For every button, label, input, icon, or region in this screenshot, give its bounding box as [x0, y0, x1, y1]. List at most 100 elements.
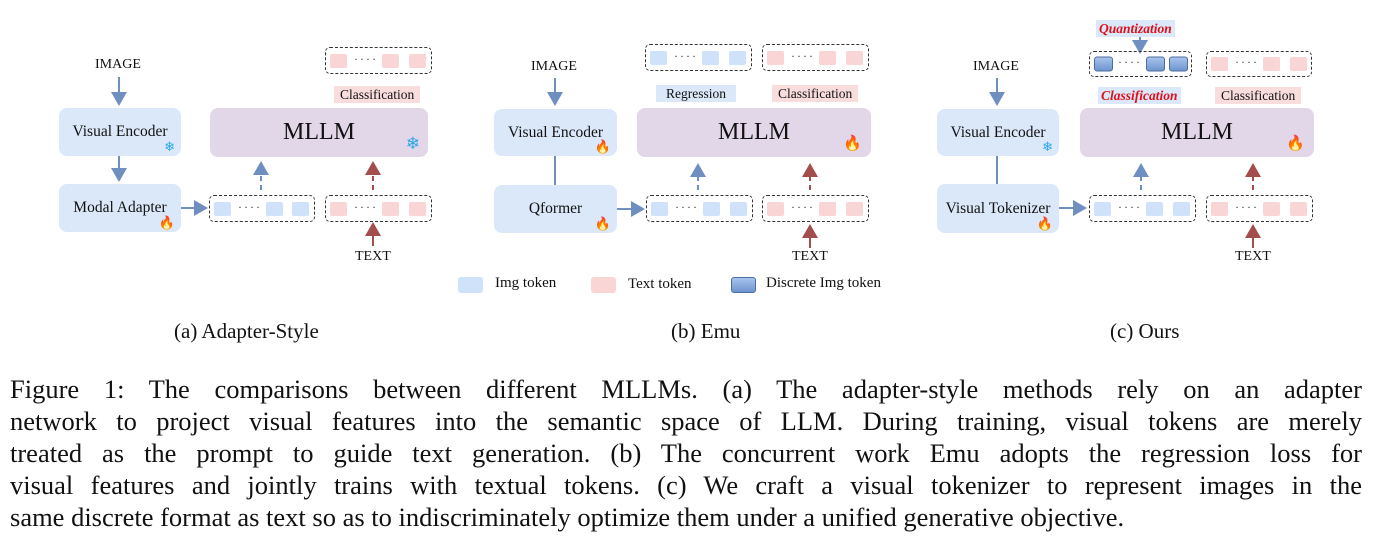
img-token [702, 50, 719, 65]
text-token [409, 201, 426, 216]
text-classification-tag: Classification [1215, 87, 1302, 104]
legend-swatch-text-token [591, 277, 616, 293]
fire-icon: 🔥 [594, 139, 611, 154]
text-token [1263, 201, 1280, 216]
ellipsis: ···· [238, 199, 262, 214]
text-token [846, 50, 863, 65]
panel-subtitle: (b) Emu [671, 319, 741, 343]
legend-label-discrete-img-token: Discrete Img token [766, 275, 881, 291]
visual-encoder-box: Visual Encoder ❄ [937, 109, 1059, 156]
text-token [846, 201, 863, 216]
text-token [330, 201, 347, 216]
discrete-img-token [1146, 56, 1165, 72]
ellipsis: ···· [1118, 199, 1142, 214]
fire-icon: 🔥 [1286, 136, 1305, 152]
text-token-sequence: ···· [1206, 195, 1313, 222]
fire-icon: 🔥 [843, 136, 862, 152]
output-text-token-sequence: ···· [325, 47, 432, 74]
img-token-sequence: ···· [209, 195, 315, 222]
img-token [266, 201, 283, 216]
text-token [330, 53, 347, 68]
caption-line: visual features and jointly trains with … [10, 470, 1362, 500]
caption-line: treated as the prompt to guide text gene… [10, 438, 1362, 468]
text-token-sequence: ···· [762, 195, 869, 222]
qformer-label: Qformer [528, 200, 583, 217]
output-discrete-img-token-sequence: ···· [1089, 51, 1192, 77]
visual-encoder-label: Visual Encoder [72, 123, 168, 140]
img-token [1146, 201, 1163, 216]
img-token [730, 201, 747, 216]
mllm-label: MLLM [283, 119, 355, 145]
fire-icon: 🔥 [1036, 216, 1053, 231]
snowflake-icon: ❄ [164, 139, 175, 154]
discrete-img-token [1094, 56, 1113, 72]
caption-line: same discrete format as text so as to in… [10, 502, 1125, 532]
visual-encoder-label: Visual Encoder [507, 123, 604, 141]
text-token [382, 53, 399, 68]
img-token-sequence: ···· [646, 195, 753, 222]
text-input-label: TEXT [355, 249, 391, 264]
caption-line: network to project visual features into … [10, 406, 1362, 436]
mllm-label: MLLM [1161, 119, 1233, 145]
snowflake-icon: ❄ [1042, 139, 1053, 154]
ellipsis: ···· [791, 199, 815, 214]
img-token [1173, 201, 1190, 216]
text-token [767, 50, 784, 65]
panel-subtitle: (c) Ours [1110, 319, 1180, 343]
text-token [819, 201, 836, 216]
modal-adapter-box: Modal Adapter 🔥 [59, 184, 181, 232]
image-input-label: IMAGE [95, 57, 141, 72]
legend-swatch-discrete-img-token [731, 277, 756, 293]
visual-encoder-box: Visual Encoder ❄ [59, 108, 181, 156]
output-text-token-sequence: ···· [762, 44, 869, 71]
img-token [729, 50, 746, 65]
text-token [1211, 57, 1228, 71]
snowflake-icon: ❄ [405, 134, 420, 153]
img-token-sequence: ···· [1089, 195, 1196, 222]
image-input-label: IMAGE [531, 59, 577, 74]
output-img-token-sequence: ···· [645, 44, 752, 71]
ellipsis: ···· [1118, 55, 1142, 69]
visual-tokenizer-box: Visual Tokenizer 🔥 [937, 184, 1059, 233]
text-token [409, 53, 426, 68]
text-input-label: TEXT [1235, 249, 1271, 264]
legend-label-img-token: Img token [495, 275, 557, 291]
ellipsis: ···· [674, 48, 698, 63]
visual-tokenizer-label: Visual Tokenizer [945, 199, 1051, 217]
img-classification-tag: Classification [1098, 87, 1181, 104]
mllm-label: MLLM [718, 119, 790, 145]
mllm-box: MLLM 🔥 [1080, 108, 1314, 157]
img-token [650, 50, 667, 65]
ellipsis: ···· [354, 51, 378, 66]
fire-icon: 🔥 [594, 216, 611, 231]
img-token [651, 201, 668, 216]
img-token [292, 201, 309, 216]
ellipsis: ···· [791, 48, 815, 63]
legend-swatch-img-token [458, 277, 483, 293]
img-token [703, 201, 720, 216]
text-input-label: TEXT [792, 249, 828, 264]
text-token [819, 50, 836, 65]
arrows-layer [111, 37, 1261, 248]
text-token-sequence: ···· [325, 195, 432, 222]
modal-adapter-label: Modal Adapter [73, 199, 167, 216]
quantization-tag: Quantization [1096, 20, 1175, 37]
text-token [1211, 201, 1228, 216]
text-token [1290, 57, 1307, 71]
mllm-box: MLLM ❄ [210, 108, 428, 157]
regression-tag: Regression [656, 85, 736, 102]
panel-subtitle: (a) Adapter-Style [174, 319, 319, 343]
image-input-label: IMAGE [973, 59, 1019, 74]
mllm-box: MLLM 🔥 [637, 108, 871, 157]
visual-encoder-box: Visual Encoder 🔥 [494, 109, 617, 156]
visual-encoder-label: Visual Encoder [950, 123, 1046, 141]
text-token [767, 201, 784, 216]
classification-tag: Classification [772, 85, 859, 102]
caption-line: Figure 1: The comparisons between differ… [10, 374, 1362, 404]
qformer-box: Qformer 🔥 [494, 185, 617, 233]
text-token [1263, 57, 1280, 71]
classification-tag: Classification [334, 86, 421, 103]
text-token [1290, 201, 1307, 216]
img-token [214, 201, 231, 216]
ellipsis: ···· [354, 199, 378, 214]
